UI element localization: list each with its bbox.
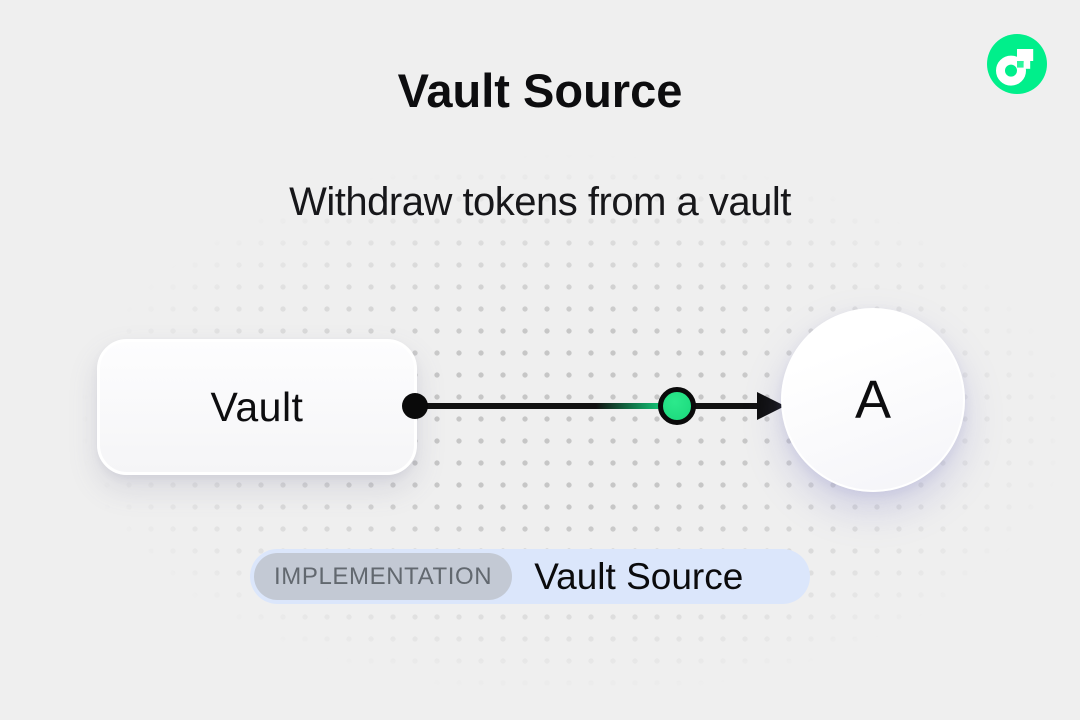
edge-arrowhead-icon — [757, 392, 785, 420]
implementation-badge: IMPLEMENTATION Vault Source — [250, 549, 810, 604]
vault-node: Vault — [97, 339, 417, 475]
implementation-tag: IMPLEMENTATION — [254, 553, 513, 600]
account-node: A — [781, 308, 965, 492]
edge-start-dot — [402, 393, 428, 419]
page-subtitle: Withdraw tokens from a vault — [289, 180, 791, 224]
flow-logo — [987, 34, 1047, 94]
vault-node-label: Vault — [210, 383, 304, 430]
implementation-label: Vault Source — [534, 555, 744, 597]
flow-logo-icon — [987, 34, 1047, 94]
page-title: Vault Source — [397, 64, 683, 117]
account-node-label: A — [854, 370, 892, 430]
green-token-dot — [658, 387, 696, 425]
edge-line — [415, 403, 763, 409]
